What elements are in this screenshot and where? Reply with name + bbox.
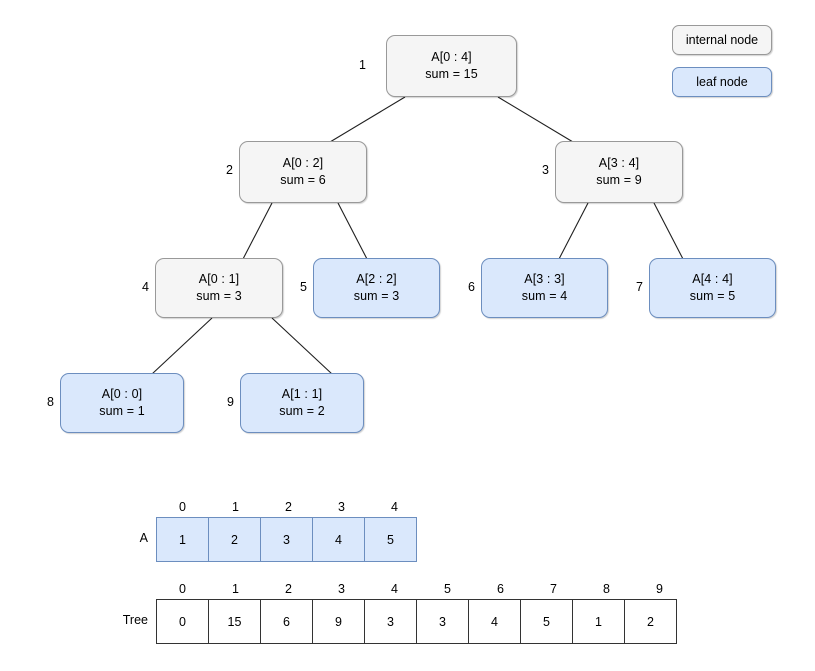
legend-leaf-label: leaf node xyxy=(696,75,748,89)
node-index-2: 2 xyxy=(226,163,233,177)
index-label: 8 xyxy=(603,582,610,596)
array-cell[interactable]: 2 xyxy=(624,599,677,644)
tree-node-1-sum: sum = 15 xyxy=(425,67,478,81)
edge-1-3 xyxy=(497,96,574,143)
node-index-7: 7 xyxy=(636,280,643,294)
edge-4-9 xyxy=(271,317,333,375)
index-label: 4 xyxy=(391,500,398,514)
node-index-4: 4 xyxy=(142,280,149,294)
array-cell[interactable]: 6 xyxy=(260,599,313,644)
index-label: 4 xyxy=(391,582,398,596)
tree-node-9-range: A[1 : 1] xyxy=(281,387,323,401)
tree-node-5-sum: sum = 3 xyxy=(353,289,400,303)
index-label: 5 xyxy=(444,582,451,596)
tree-node-6-range: A[3 : 3] xyxy=(524,272,565,286)
legend-internal-node: internal node xyxy=(672,25,772,55)
index-label: 6 xyxy=(497,582,504,596)
tree-node-6[interactable]: A[3 : 3] sum = 4 xyxy=(481,258,608,318)
tree-node-8-range: A[0 : 0] xyxy=(101,387,143,401)
array-cell[interactable]: 0 xyxy=(156,599,209,644)
index-label: 9 xyxy=(656,582,663,596)
node-index-8: 8 xyxy=(47,395,54,409)
node-index-9: 9 xyxy=(227,395,234,409)
edge-2-5 xyxy=(337,202,368,260)
array-tree-label: Tree xyxy=(122,613,148,627)
edge-1-2 xyxy=(329,96,406,143)
tree-node-3-sum: sum = 9 xyxy=(596,173,642,187)
array-cell[interactable]: 3 xyxy=(260,517,313,562)
tree-node-6-sum: sum = 4 xyxy=(521,289,568,303)
tree-node-4-sum: sum = 3 xyxy=(196,289,242,303)
edge-3-7 xyxy=(653,202,684,260)
array-cell[interactable]: 15 xyxy=(208,599,261,644)
tree-node-2-range: A[0 : 2] xyxy=(282,156,324,170)
array-cell[interactable]: 1 xyxy=(156,517,209,562)
index-label: 7 xyxy=(550,582,557,596)
tree-node-7-sum: sum = 5 xyxy=(689,289,736,303)
tree-node-2[interactable]: A[0 : 2] sum = 6 xyxy=(239,141,367,203)
node-index-5: 5 xyxy=(300,280,307,294)
array-cell[interactable]: 3 xyxy=(416,599,469,644)
tree-node-4[interactable]: A[0 : 1] sum = 3 xyxy=(155,258,283,318)
array-cell[interactable]: 5 xyxy=(364,517,417,562)
index-label: 0 xyxy=(179,500,186,514)
legend-internal-label: internal node xyxy=(685,33,759,47)
node-index-1: 1 xyxy=(359,58,366,72)
array-a-indices: 0 1 2 3 4 xyxy=(156,498,421,516)
tree-node-8[interactable]: A[0 : 0] sum = 1 xyxy=(60,373,184,433)
tree-node-8-sum: sum = 1 xyxy=(99,404,145,418)
tree-node-7-range: A[4 : 4] xyxy=(692,272,733,286)
array-cell[interactable]: 1 xyxy=(572,599,625,644)
tree-node-1[interactable]: A[0 : 4] sum = 15 xyxy=(386,35,517,97)
array-cell[interactable]: 3 xyxy=(364,599,417,644)
array-a-label: A xyxy=(139,531,148,545)
index-label: 2 xyxy=(285,582,292,596)
array-cell[interactable]: 5 xyxy=(520,599,573,644)
index-label: 1 xyxy=(232,500,239,514)
index-label: 3 xyxy=(338,500,345,514)
index-label: 2 xyxy=(285,500,292,514)
tree-node-2-sum: sum = 6 xyxy=(280,173,326,187)
tree-node-5-range: A[2 : 2] xyxy=(356,272,397,286)
tree-node-4-range: A[0 : 1] xyxy=(198,272,240,286)
legend-leaf-node: leaf node xyxy=(672,67,772,97)
edge-4-8 xyxy=(151,317,213,375)
node-index-6: 6 xyxy=(468,280,475,294)
index-label: 3 xyxy=(338,582,345,596)
tree-node-7[interactable]: A[4 : 4] sum = 5 xyxy=(649,258,776,318)
tree-node-3[interactable]: A[3 : 4] sum = 9 xyxy=(555,141,683,203)
array-cell[interactable]: 9 xyxy=(312,599,365,644)
edge-3-6 xyxy=(558,202,589,260)
array-cell[interactable]: 4 xyxy=(312,517,365,562)
edge-2-4 xyxy=(242,202,273,260)
tree-node-3-range: A[3 : 4] xyxy=(598,156,640,170)
tree-node-5[interactable]: A[2 : 2] sum = 3 xyxy=(313,258,440,318)
tree-node-9[interactable]: A[1 : 1] sum = 2 xyxy=(240,373,364,433)
index-label: 0 xyxy=(179,582,186,596)
tree-node-1-range: A[0 : 4] xyxy=(431,50,472,64)
index-label: 1 xyxy=(232,582,239,596)
tree-node-9-sum: sum = 2 xyxy=(279,404,325,418)
array-cell[interactable]: 2 xyxy=(208,517,261,562)
array-tree-indices: 0 1 2 3 4 5 6 7 8 9 xyxy=(156,580,686,598)
array-cell[interactable]: 4 xyxy=(468,599,521,644)
node-index-3: 3 xyxy=(542,163,549,177)
